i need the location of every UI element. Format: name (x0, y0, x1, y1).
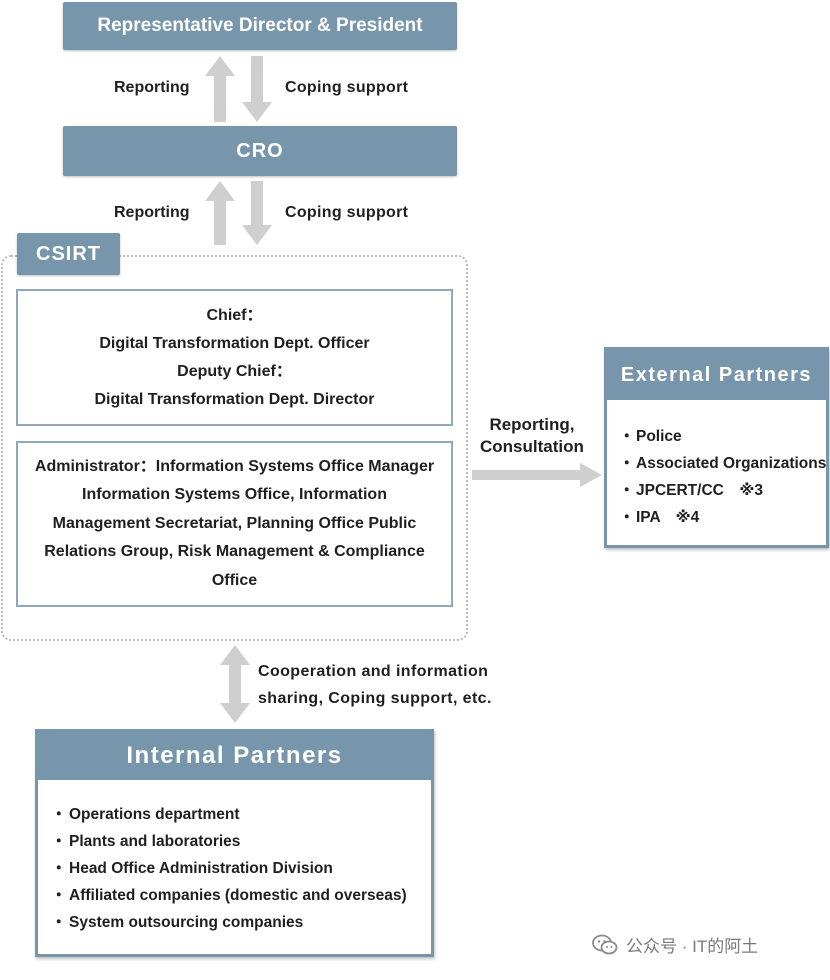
administrator-line: Management Secretariat, Planning Office … (52, 514, 417, 532)
list-item: ・Operations department (51, 806, 240, 823)
external-flow-line1: Reporting, (489, 415, 575, 434)
list-item: ・Police (619, 428, 682, 445)
cro-label: CRO (236, 139, 284, 162)
administrator-line: Office (211, 571, 258, 589)
deputy-chief-label: Deputy Chief： (177, 362, 292, 380)
internal-partners-title: Internal Partners (38, 732, 431, 780)
external-flow-label: Reporting, Consultation (480, 414, 584, 458)
up-arrow-icon (205, 181, 235, 245)
list-item: ・Affiliated companies (domestic and over… (51, 887, 407, 904)
coping-support-label: Coping support (285, 79, 409, 96)
internal-partners-title-text: Internal Partners (126, 742, 343, 769)
administrator-line: Relations Group, Risk Management & Compl… (44, 543, 425, 561)
list-item: ・Plants and laboratories (51, 833, 241, 850)
internal-flow-line2: sharing, Coping support, etc. (258, 690, 492, 707)
administrator-box: Administrator：Information Systems Office… (16, 441, 453, 607)
up-arrow-icon (205, 56, 235, 122)
list-item: ・JPCERT/CC ※3 (619, 482, 764, 499)
internal-partners-box: Internal Partners ・Operations department… (35, 729, 434, 957)
chief-label: Chief： (206, 306, 263, 324)
list-item: ・Associated Organizations (619, 455, 827, 472)
internal-partners-list: ・Operations department ・Plants and labor… (51, 801, 431, 936)
cro-box: CRO (63, 126, 457, 176)
external-partners-title: External Partners (607, 350, 826, 400)
internal-flow-line1: Cooperation and information (258, 663, 489, 680)
internal-flow-label: Cooperation and information sharing, Cop… (258, 658, 492, 712)
president-label: Representative Director & President (97, 15, 423, 36)
down-arrow-icon (242, 56, 272, 122)
wechat-icon (592, 934, 618, 954)
down-arrow-icon (242, 181, 272, 245)
external-partners-list: ・Police ・Associated Organizations ・JPCER… (619, 423, 826, 531)
president-box: Representative Director & President (63, 2, 457, 50)
chief-box: Chief： Digital Transformation Dept. Offi… (16, 289, 453, 426)
coping-support-label: Coping support (285, 204, 409, 221)
watermark-text: 公众号 · IT的阿土 (626, 937, 759, 956)
watermark: 公众号 · IT的阿土 (592, 932, 758, 957)
chief-value: Digital Transformation Dept. Officer (99, 334, 370, 352)
external-flow-line2: Consultation (480, 437, 584, 456)
up-down-arrow-icon (220, 645, 250, 723)
deputy-chief-value: Digital Transformation Dept. Director (94, 390, 375, 408)
reporting-label: Reporting (114, 79, 190, 96)
list-item: ・IPA ※4 (619, 509, 700, 526)
csirt-frame (1, 255, 468, 641)
external-partners-title-text: External Partners (620, 363, 813, 386)
list-item: ・Head Office Administration Division (51, 860, 333, 877)
right-arrow-icon (472, 463, 602, 487)
csirt-tab: CSIRT (17, 233, 120, 275)
csirt-label: CSIRT (36, 242, 101, 265)
external-partners-box: External Partners ・Police ・Associated Or… (604, 347, 829, 548)
administrator-line: Administrator：Information Systems Office… (34, 457, 435, 475)
administrator-line: Information Systems Office, Information (82, 486, 387, 504)
reporting-label: Reporting (114, 204, 190, 221)
list-item: ・System outsourcing companies (51, 914, 304, 931)
